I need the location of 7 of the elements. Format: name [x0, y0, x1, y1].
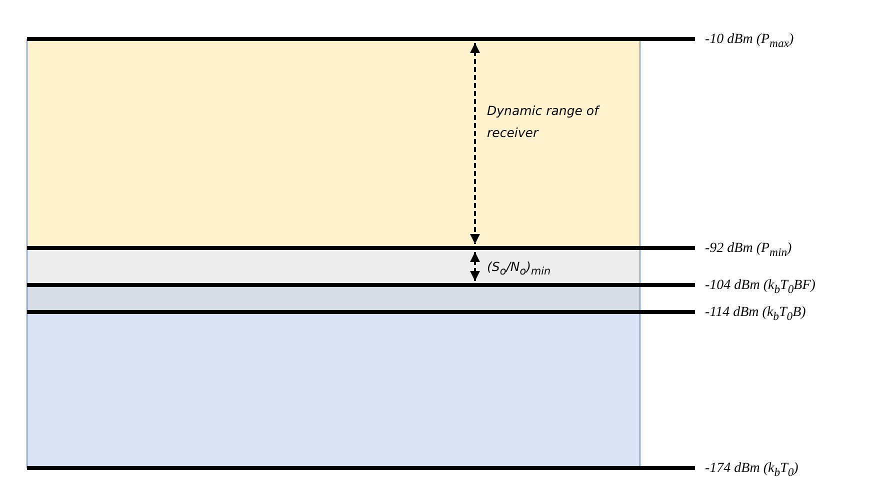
dimension-label: (S$_{o}$/N$_{o}$)$_{min}$	[487, 258, 551, 280]
level-label: -174 dBm (k$_{b}$T$_{0}$)	[705, 461, 798, 481]
level-label: -104 dBm (k$_{b}$T$_{0}$BF)	[705, 278, 816, 298]
level-label: -92 dBm (P$_{min}$)	[705, 241, 792, 261]
level-label: -114 dBm (k$_{b}$T$_{0}$B)	[705, 305, 806, 325]
dimension-label: Dynamic range of receiver	[487, 102, 601, 142]
level-label: -10 dBm (P$_{max}$)	[705, 32, 794, 52]
